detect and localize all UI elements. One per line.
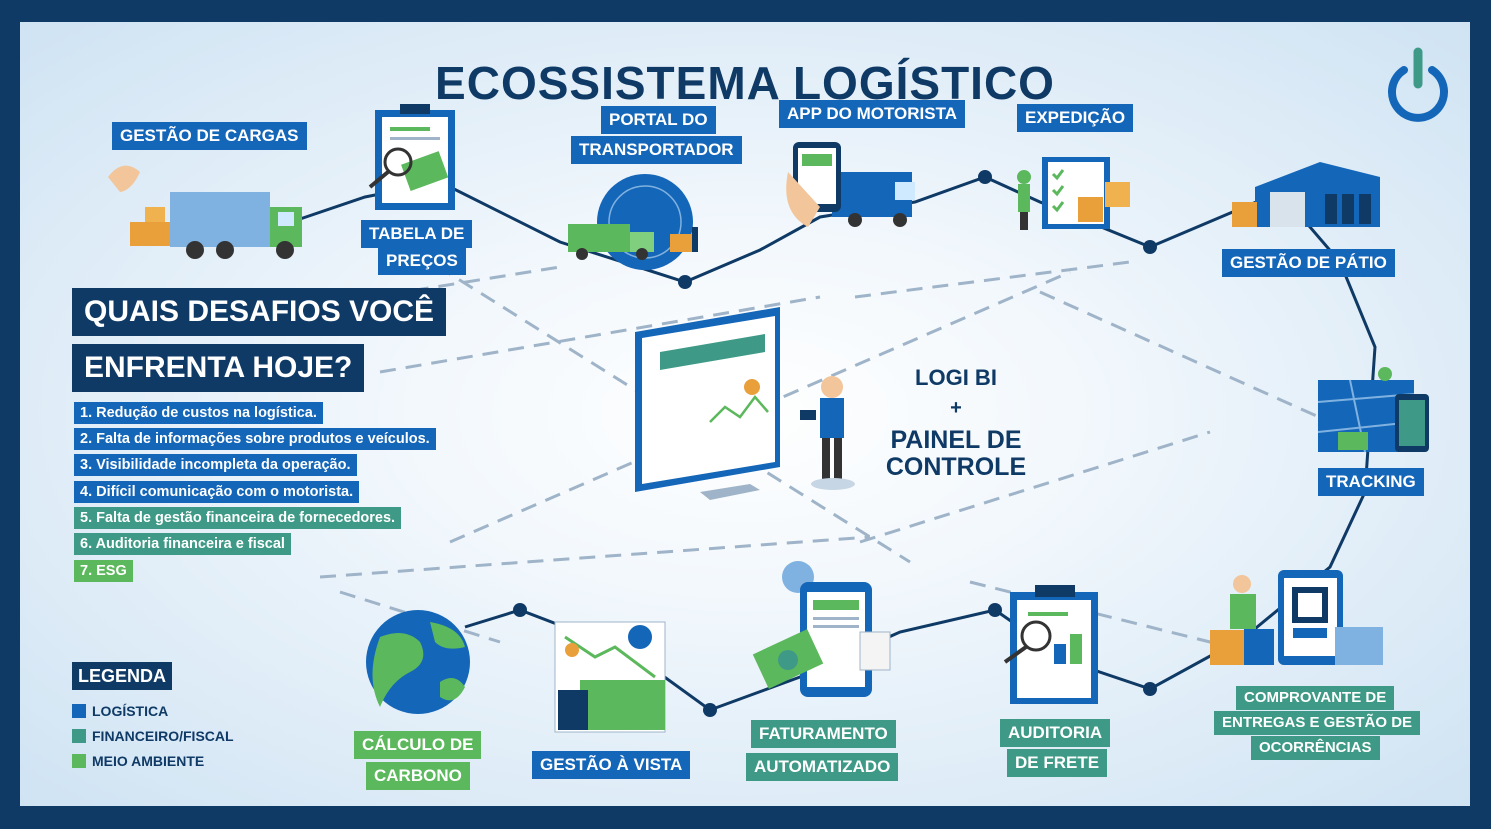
legend-swatch (72, 729, 86, 743)
label-carbono-2: CARBONO (366, 762, 470, 790)
challenge-item-7: 7. ESG (74, 560, 133, 582)
legend-item-logistica: LOGÍSTICA (72, 703, 168, 719)
automated-billing-phone-icon (752, 561, 891, 697)
center-controle: CONTROLE (885, 453, 1027, 481)
question-line-2: ENFRENTA HOJE? (72, 344, 365, 392)
bi-dashboard-monitor-icon (635, 307, 855, 500)
label-auditoria-2: DE FRETE (1007, 749, 1108, 777)
center-painel: PAINEL DE (890, 426, 1022, 454)
label-portal-2: TRANSPORTADOR (571, 136, 742, 164)
question-line-1: QUAIS DESAFIOS VOCÊ (72, 288, 447, 336)
label-faturamento-1: FATURAMENTO (751, 720, 896, 748)
label-portal-1: PORTAL DO (601, 106, 716, 134)
challenge-item-3: 3. Visibilidade incompleta da operação. (74, 454, 357, 476)
label-carbono-1: CÁLCULO DE (354, 731, 482, 759)
cargo-truck-icon (108, 165, 302, 259)
challenge-item-4: 4. Difícil comunicação com o motorista. (74, 481, 360, 503)
label-faturamento-2: AUTOMATIZADO (746, 753, 899, 781)
legend-label: FINANCEIRO/FISCAL (92, 728, 234, 744)
center-logi-bi: LOGI BI (915, 365, 997, 390)
freight-audit-clipboard-icon (1003, 585, 1098, 704)
label-expedicao: EXPEDIÇÃO (1017, 104, 1134, 132)
delivery-proof-scan-icon (1210, 570, 1383, 665)
label-tracking: TRACKING (1318, 468, 1424, 496)
legend-label: LOGÍSTICA (92, 703, 169, 719)
legend-item-financeiro: FINANCEIRO/FISCAL (72, 728, 234, 744)
challenge-item-2: 2. Falta de informações sobre produtos e… (74, 428, 436, 450)
legend-swatch (72, 704, 86, 718)
infographic-panel: ECOSSISTEMA LOGÍSTICO GESTÃO DE CARGAS T… (20, 22, 1470, 806)
label-tabela-precos-2: PREÇOS (378, 247, 466, 275)
carbon-globe-icon (366, 610, 470, 714)
legend-label: MEIO AMBIENTE (92, 753, 205, 769)
path-nodes (513, 170, 1157, 717)
legend-swatch (72, 754, 86, 768)
dashboard-map-icon (554, 621, 666, 733)
tracking-map-icon (1317, 367, 1429, 453)
legend-item-meio-ambiente: MEIO AMBIENTE (72, 753, 204, 769)
legend-title: LEGENDA (72, 662, 173, 690)
challenge-item-5: 5. Falta de gestão financeira de fornece… (74, 507, 402, 529)
label-gestao-cargas: GESTÃO DE CARGAS (112, 122, 307, 150)
driver-app-icon (786, 142, 915, 227)
challenge-item-1: 1. Redução de custos na logística. (74, 402, 323, 424)
yard-warehouse-icon (1232, 162, 1380, 227)
price-table-clipboard-icon (368, 104, 455, 210)
label-tabela-precos-1: TABELA DE (361, 220, 473, 248)
carrier-portal-globe-icon (568, 174, 698, 270)
center-plus: + (950, 397, 962, 419)
challenge-item-6: 6. Auditoria financeira e fiscal (74, 533, 291, 555)
label-gestao-vista: GESTÃO À VISTA (532, 751, 691, 779)
label-auditoria-1: AUDITORIA (1000, 719, 1111, 747)
power-logo-icon (1388, 47, 1448, 122)
page-title: ECOSSISTEMA LOGÍSTICO (435, 57, 1055, 109)
label-app-motorista: APP DO MOTORISTA (779, 100, 966, 128)
label-gestao-patio: GESTÃO DE PÁTIO (1222, 249, 1395, 277)
label-comprovante-3: OCORRÊNCIAS (1251, 736, 1380, 760)
dispatch-checklist-icon (1017, 157, 1130, 230)
label-comprovante-2: ENTREGAS E GESTÃO DE (1214, 711, 1421, 735)
flow-lines (108, 47, 1448, 733)
label-comprovante-1: COMPROVANTE DE (1236, 686, 1395, 710)
